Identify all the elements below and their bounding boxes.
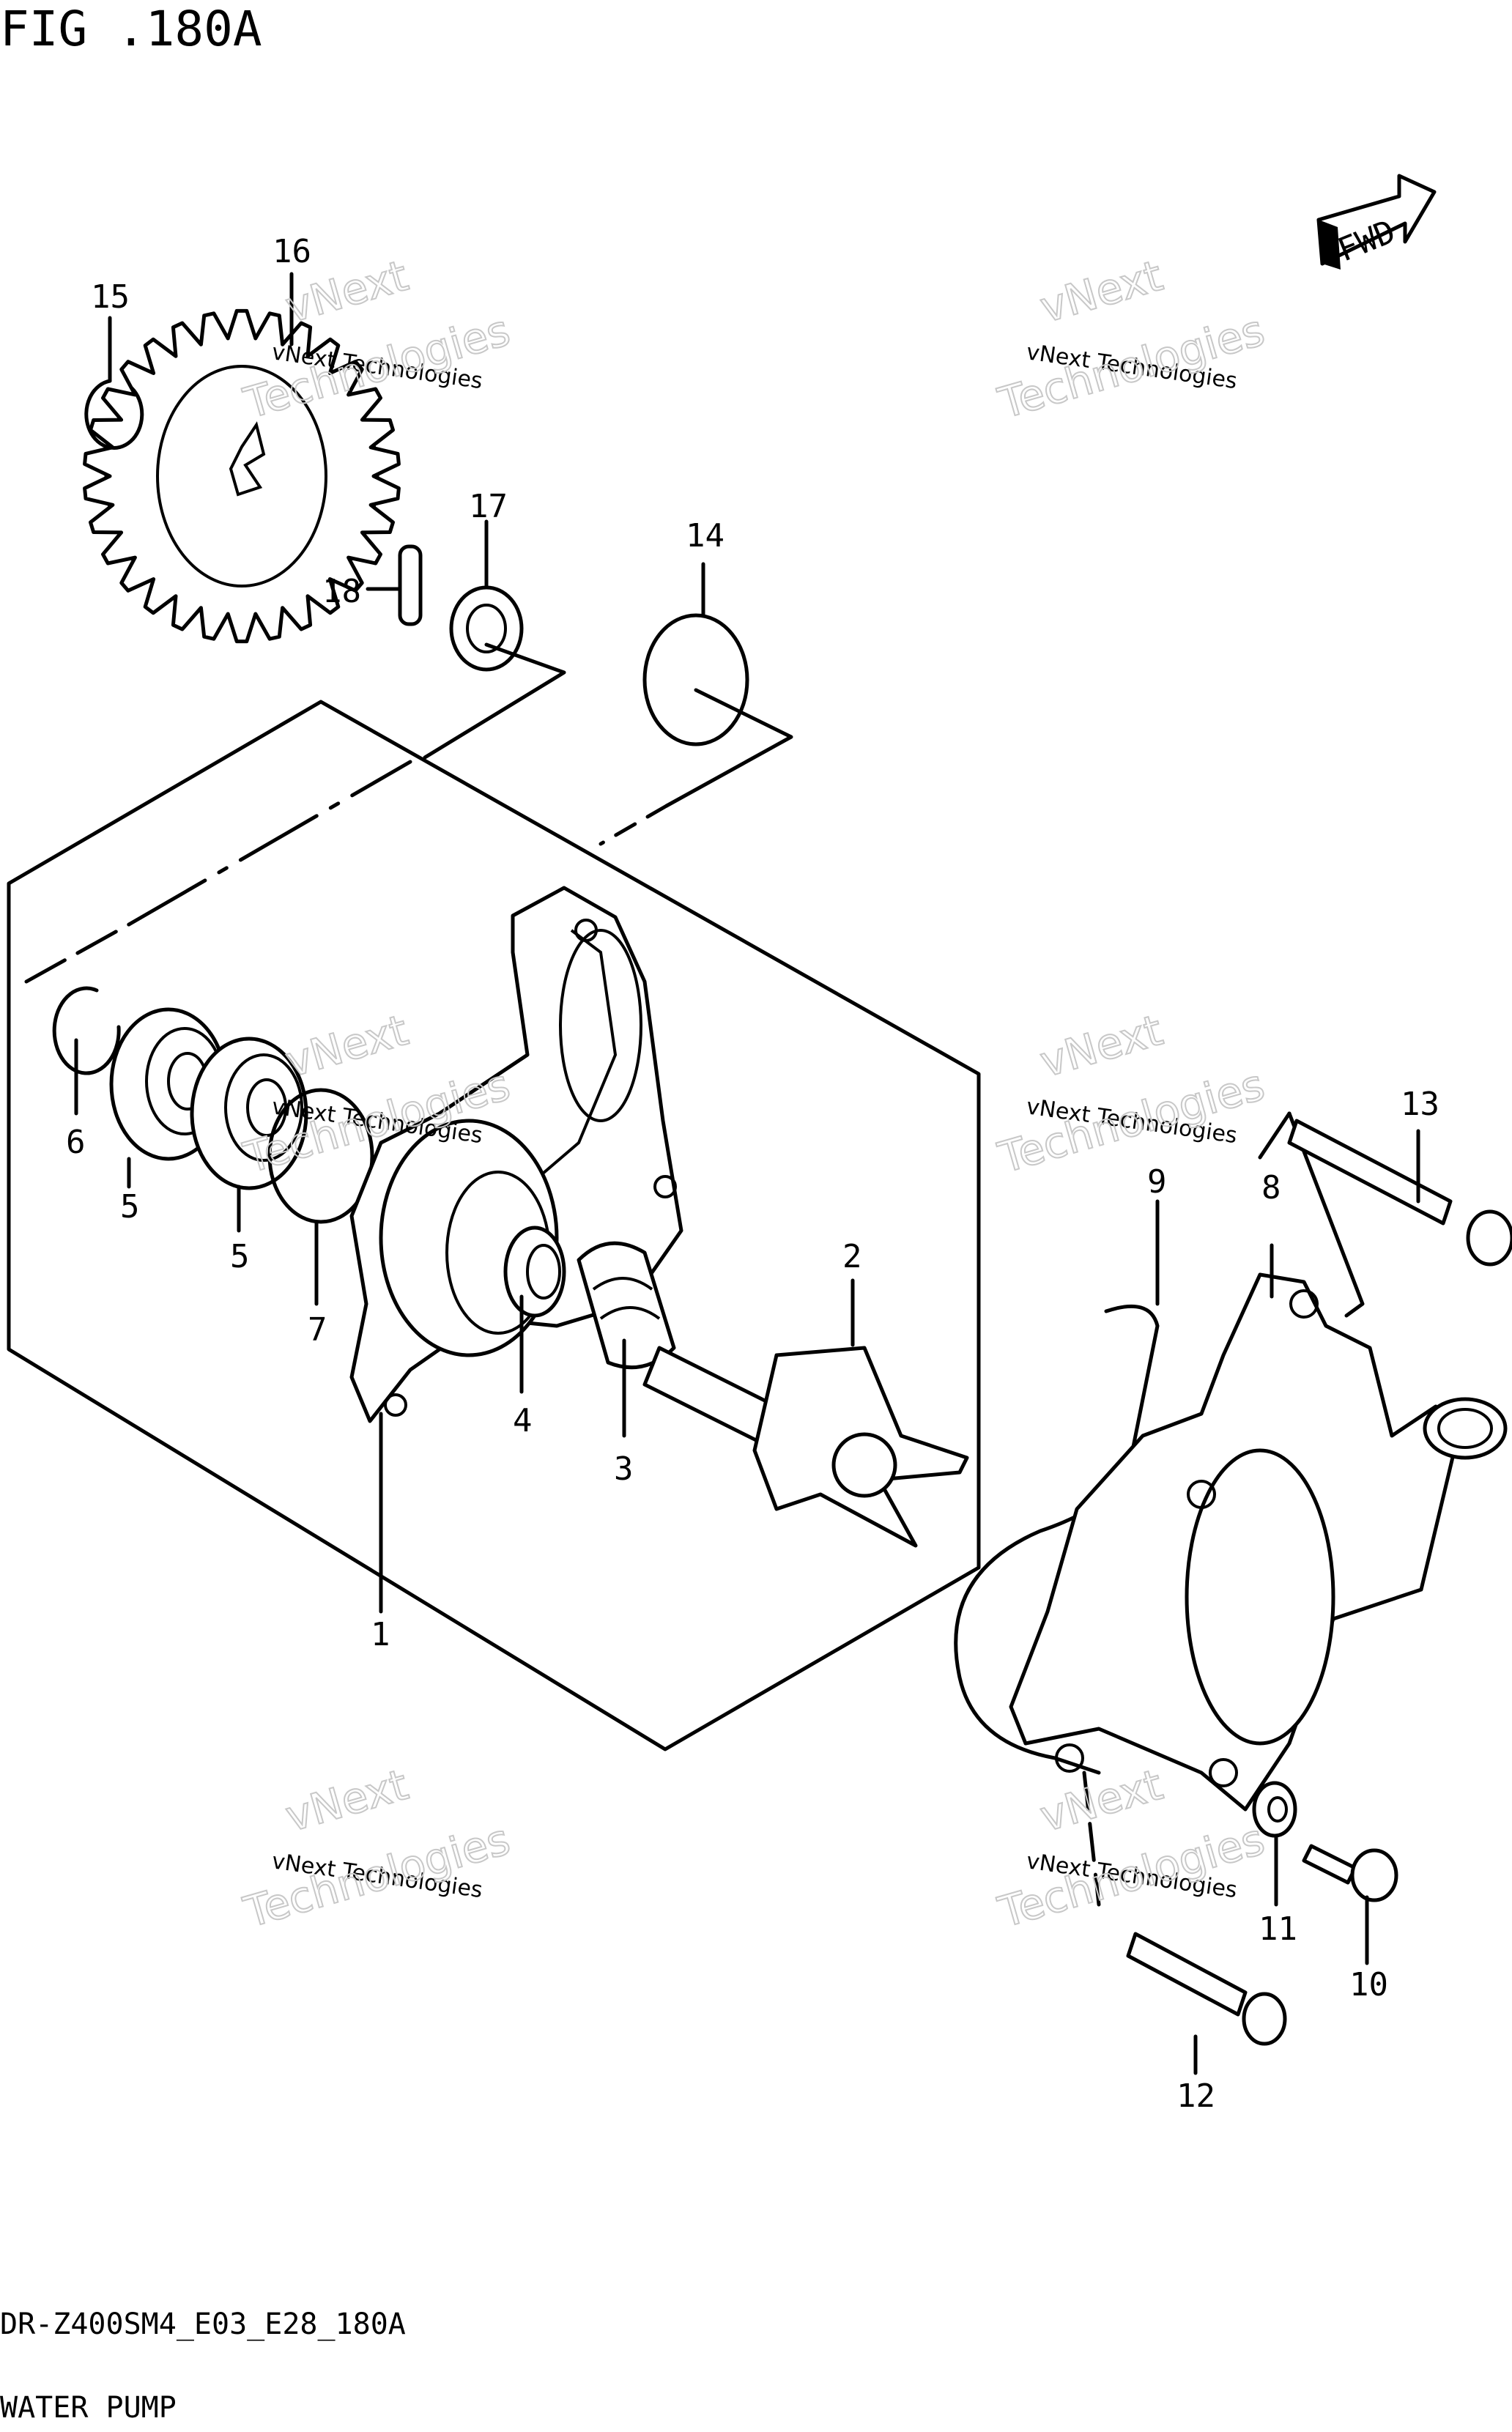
callout-8: 8 — [1261, 1169, 1281, 1206]
watermark-logo-text: vNext — [281, 1760, 414, 1842]
leader-lines — [74, 272, 1420, 2075]
drain-bolt — [1302, 1844, 1398, 1902]
watermark-logo-text: vNext — [1035, 1005, 1168, 1087]
circlip — [84, 379, 144, 450]
fwd-arrow-icon: FWD — [1316, 174, 1437, 270]
impeller — [642, 1346, 969, 1548]
dowel-pin — [398, 544, 423, 626]
callout-10: 10 — [1349, 1966, 1388, 2003]
callout-9: 9 — [1147, 1163, 1167, 1201]
callout-4: 4 — [513, 1402, 533, 1439]
bolt-short — [1126, 1932, 1287, 2046]
o-ring-large — [642, 613, 749, 746]
callout-11: 11 — [1259, 1910, 1297, 1948]
callout-3: 3 — [614, 1450, 634, 1488]
footer-name: WATER PUMP — [0, 2391, 177, 2425]
bolt-long — [1287, 1119, 1512, 1267]
callout-12: 12 — [1176, 2077, 1215, 2115]
footer-code: DR-Z400SM4_E03_E28_180A — [0, 2307, 406, 2341]
oil-seal — [267, 1088, 374, 1224]
callout-1: 1 — [371, 1616, 390, 1653]
watermark-logo-text: vNext — [1035, 251, 1168, 333]
sprocket-teeth — [83, 308, 401, 644]
callout-13: 13 — [1401, 1086, 1439, 1123]
callout-15: 15 — [91, 278, 130, 316]
callout-5b: 5 — [230, 1238, 250, 1275]
gasket — [954, 1304, 1160, 1775]
callout-6: 6 — [66, 1124, 86, 1161]
assembly-outline — [7, 700, 981, 1751]
callout-16: 16 — [273, 233, 311, 270]
callout-7: 7 — [308, 1311, 327, 1349]
watermark-logo-text: vNext — [281, 1005, 414, 1087]
pump-cover — [1009, 1272, 1508, 1812]
washer-small — [1252, 1781, 1297, 1838]
callout-17: 17 — [469, 488, 508, 525]
mechanical-seal — [503, 1226, 566, 1318]
callout-18: 18 — [322, 573, 361, 610]
sprocket-gear — [83, 308, 401, 644]
washer — [449, 585, 524, 672]
figure-title: FIG .180A — [0, 1, 262, 57]
callout-5a: 5 — [120, 1188, 140, 1226]
callout-14: 14 — [686, 517, 724, 555]
callout-2: 2 — [842, 1238, 862, 1275]
watermark-logo-text: vNext — [1035, 1760, 1168, 1842]
e-clip — [52, 986, 121, 1075]
